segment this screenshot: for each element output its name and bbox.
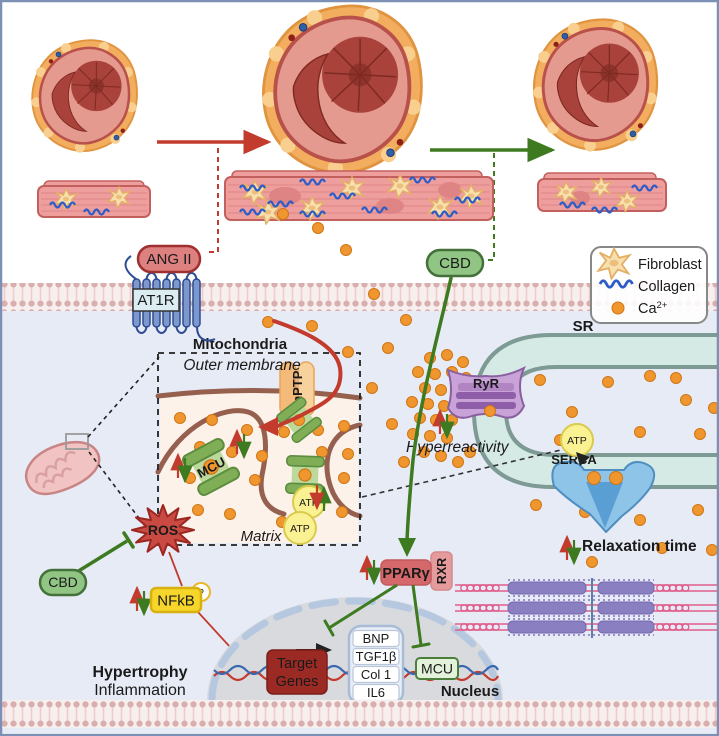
ros-nfkb-line [168,551,183,587]
heart-hypertrophic [260,4,424,178]
heart-healthy [30,38,139,154]
target-genes-line1: Target [277,656,317,672]
mcu-channel: MCU [180,436,242,498]
angii-calcium-influx-arrowhead [258,417,278,436]
cbd-dashed-connector [486,153,495,261]
nfkb-label: NFkB [157,593,195,610]
atp-label: ATP [299,497,319,509]
atp-serca-arrowhead [576,452,590,466]
gene-bnp: BNP [363,631,390,646]
mitochondrion [25,440,101,496]
inner-membrane-crista [155,408,287,517]
outer-membrane-label: Outer membrane [183,357,301,374]
callout-line [87,356,160,438]
gene-col1: Col 1 [361,667,391,682]
target-genes-box: Target Genes [266,649,328,695]
gene-tgf1b: TGF1β [356,649,397,664]
atp-molecule: ATP [283,511,317,545]
inner-membrane-crista [324,422,363,519]
muscle-strip-recovered [537,172,667,214]
mito-callout-rect [65,433,89,450]
atp-label: ATP [290,523,310,535]
gene-il6: IL6 [367,685,385,700]
angii-label: ANG II [146,251,191,268]
target-genes-line2: Genes [276,674,319,690]
angii-calcium-influx-arrow [272,319,343,428]
cbd-ros-inhibition-bar [122,531,135,549]
ppar-mcu-inhibition-line [411,584,423,646]
mito-serca-dashed-link [361,448,566,498]
matrix-label: Matrix [241,528,282,545]
ppar-genes-inhibition-bar [323,619,335,637]
mcu-gene-box: MCU [415,657,459,680]
rxr-label: RXR [435,558,449,584]
legend-calcium-label: Ca2+ [638,300,668,317]
hypertrophy-label: Hypertrophy [92,664,187,681]
cbd-top-label: CBD [439,255,471,272]
at1r-receptor: AT1R [124,255,216,342]
inflammation-label: Inflammation [94,682,186,699]
mcu-gene-label: MCU [421,661,453,677]
cbd-ppar-arrowhead [398,538,416,557]
heart-recovered [531,18,659,154]
calcium-icon [611,301,625,315]
callout-line [88,451,152,535]
mitochondria-title: Mitochondria [193,336,288,353]
sarcomere [455,578,719,638]
cbd-ppar-arrow [405,276,453,543]
cbd-left-label: CBD [48,574,78,590]
outer-membrane-line [155,387,363,401]
angii-dashed-connector [205,148,219,253]
hyperreactivity-label: Hyperreactivity [406,439,510,456]
sr-tube [471,333,719,489]
legend-collagen-label: Collagen [638,279,695,295]
legend: Fibroblast Collagen Ca2+ [590,246,708,324]
subsarcolemmal-calcium-ions [530,499,718,568]
muscle-strip-fibrotic [224,170,494,225]
relaxation-time-label: Relaxation time [582,538,697,555]
ppar-label: PPARγ [382,566,429,582]
cbd-pill-top: CBD [425,248,485,278]
at1r-label: AT1R [137,292,174,309]
plasma-membrane-bottom [2,700,717,728]
ryr-label: RyR [473,376,500,391]
ppar-genes-inhibition-line [328,583,398,630]
atp-molecule: ATP [560,423,594,466]
nfkb-box: P NFkB [149,582,211,614]
ppar-mcu-inhibition-bar [411,642,431,649]
atp-label: ATP [567,435,587,447]
cbd-pill-left: CBD [38,568,88,597]
sr-label: SR [573,318,594,335]
ros-label: ROS [148,522,178,538]
ros-burst: ROS [131,504,195,556]
gene-list: BNP TGF1β Col 1 IL6 [347,624,405,706]
cytosol-calcium-ions [262,208,412,468]
ryr-channel: RyR [446,365,527,419]
legend-fibroblast-label: Fibroblast [638,257,702,273]
angii-pill: ANG II [136,244,202,274]
sr-lumen-calcium-ions [534,370,719,446]
ppar-rxr-complex: PPARγ RXR [380,551,453,591]
nucleus-label: Nucleus [441,683,499,700]
muscle-strip-healthy [37,180,151,218]
